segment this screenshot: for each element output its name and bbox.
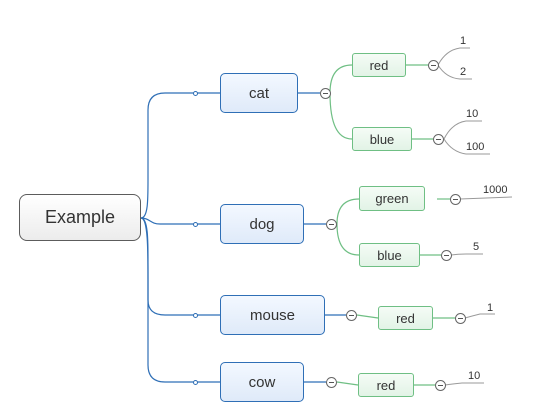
connector-dot xyxy=(193,222,198,227)
collapse-toggle-cat-blue[interactable] xyxy=(433,134,444,145)
connector-dot xyxy=(193,91,198,96)
collapse-toggle-mouse-red[interactable] xyxy=(455,313,466,324)
leaf-value[interactable]: 1000 xyxy=(483,184,508,196)
connector-dot xyxy=(193,313,198,318)
collapse-toggle-dog[interactable] xyxy=(326,219,337,230)
subtopic-dog-green[interactable]: green xyxy=(359,186,425,211)
leaf-value[interactable]: 1 xyxy=(460,35,467,47)
topic-cat[interactable]: cat xyxy=(220,73,298,113)
topic-cow[interactable]: cow xyxy=(220,362,304,402)
topic-mouse[interactable]: mouse xyxy=(220,295,325,335)
central-topic-label: Example xyxy=(44,207,116,227)
central-topic[interactable]: Example xyxy=(19,194,141,241)
collapse-toggle-mouse[interactable] xyxy=(346,310,357,321)
subtopic-label: blue xyxy=(369,131,395,147)
leaf-value[interactable]: 10 xyxy=(466,108,479,120)
collapse-toggle-dog-green[interactable] xyxy=(450,194,461,205)
connector-dot xyxy=(193,380,198,385)
collapse-toggle-cow-red[interactable] xyxy=(435,380,446,391)
leaf-value[interactable]: 10 xyxy=(468,370,481,382)
topic-label: dog xyxy=(249,215,275,233)
subtopic-mouse-red[interactable]: red xyxy=(378,306,433,330)
subtopic-label: red xyxy=(376,377,396,393)
subtopic-cat-blue[interactable]: blue xyxy=(352,127,412,151)
collapse-toggle-cow[interactable] xyxy=(326,377,337,388)
subtopic-cow-red[interactable]: red xyxy=(358,373,414,397)
collapse-toggle-dog-blue[interactable] xyxy=(441,250,452,261)
topic-label: cow xyxy=(248,373,276,391)
topic-label: cat xyxy=(248,84,269,102)
leaf-value[interactable]: 1 xyxy=(487,302,494,314)
collapse-toggle-cat-red[interactable] xyxy=(428,60,439,71)
subtopic-dog-blue[interactable]: blue xyxy=(359,243,420,267)
subtopic-label: red xyxy=(369,57,389,73)
leaf-value[interactable]: 100 xyxy=(466,141,485,153)
subtopic-label: blue xyxy=(377,247,402,263)
topic-label: mouse xyxy=(249,306,296,324)
subtopic-label: green xyxy=(375,191,409,206)
topic-dog[interactable]: dog xyxy=(220,204,304,244)
subtopic-label: red xyxy=(396,310,415,326)
leaf-value[interactable]: 5 xyxy=(473,241,480,253)
collapse-toggle-cat[interactable] xyxy=(320,88,331,99)
subtopic-cat-red[interactable]: red xyxy=(352,53,406,77)
leaf-value[interactable]: 2 xyxy=(460,66,467,78)
